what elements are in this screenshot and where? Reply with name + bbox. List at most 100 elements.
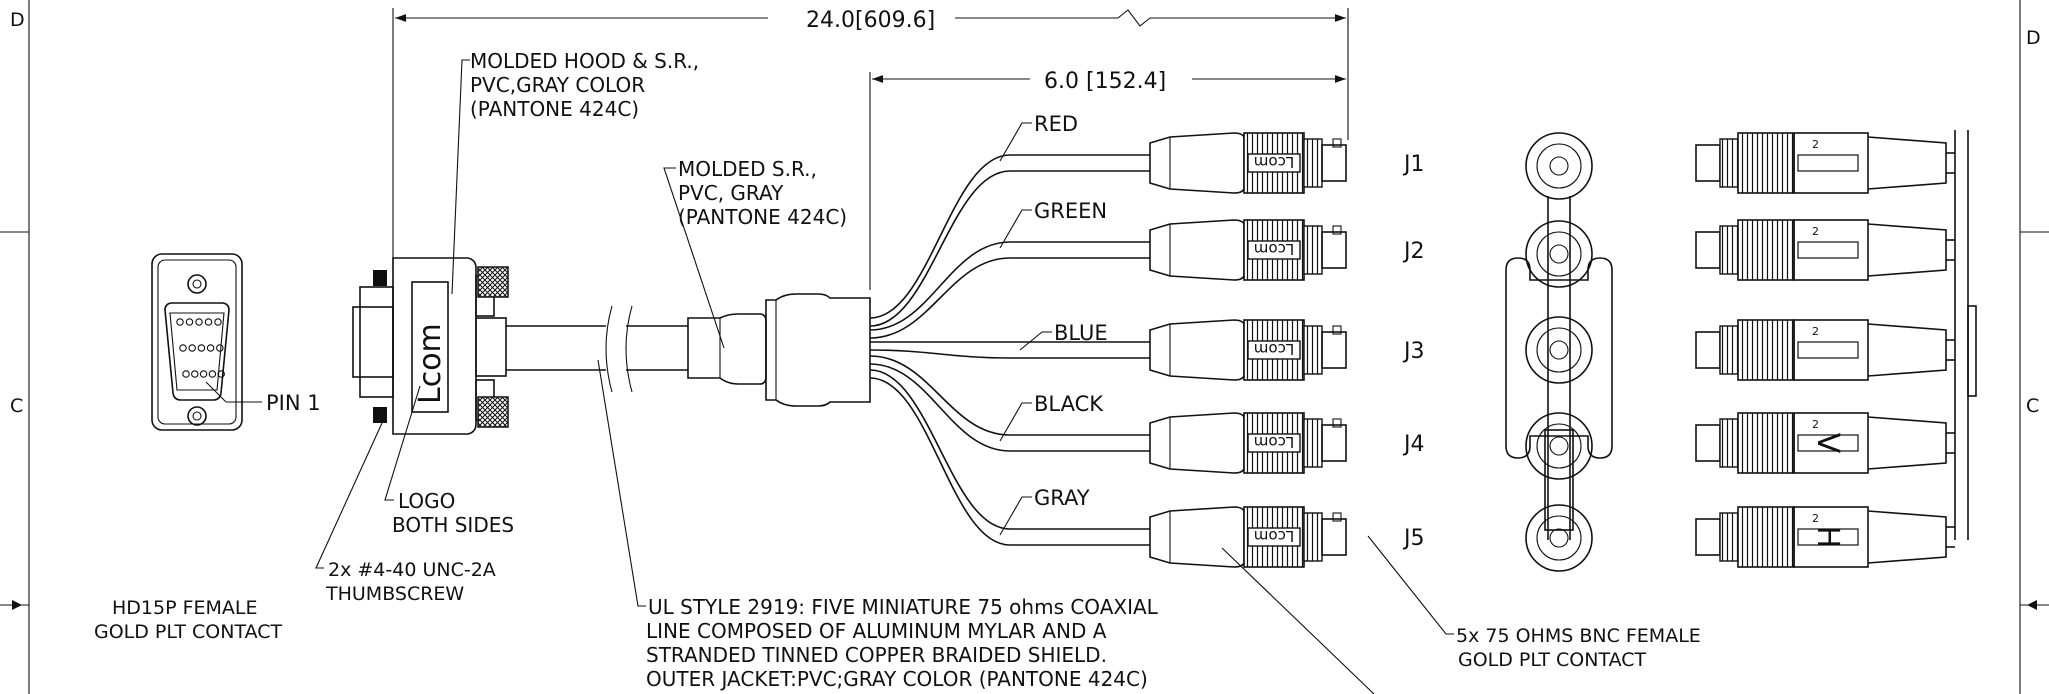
pin-hole <box>188 344 196 352</box>
dimension-overall-value: 24.0 <box>806 8 855 33</box>
bnc-end-pin <box>1549 340 1569 360</box>
jack-label-j1: J1 <box>1402 152 1425 177</box>
bnc-logo-plate <box>1247 340 1301 360</box>
pin-hole <box>182 370 190 378</box>
jack-label-j2: J2 <box>1402 239 1425 264</box>
wire-label-red: RED <box>1034 112 1078 136</box>
wire-red-top <box>869 154 1150 319</box>
hd15-pin-holes <box>176 318 225 378</box>
bnc-nose <box>1695 231 1721 269</box>
bnc-boot-mark-small: 2 <box>1812 138 1819 151</box>
sr-callout-line1: MOLDED S.R., <box>678 157 817 181</box>
bnc-boot <box>1793 219 1869 281</box>
bnc-grip <box>1737 506 1795 568</box>
wire-green-bottom <box>869 257 1150 339</box>
bnc-boot-mark: V <box>1810 433 1845 454</box>
bnc-bayonet <box>1719 512 1739 562</box>
wire-label-gray: GRAY <box>1034 486 1090 510</box>
bnc-boot <box>1149 506 1245 568</box>
bnc-end-inner <box>1536 423 1582 469</box>
wire-black-bottom <box>869 363 1150 452</box>
hd15-connector-face <box>151 253 243 431</box>
dimension-overall: 24.0 [609.6] <box>392 8 1349 270</box>
bnc-end-inner <box>1536 143 1582 189</box>
bnc-end-view-circles <box>1525 132 1593 572</box>
bnc-nose <box>1695 331 1721 369</box>
bnc-side-3: 2 <box>1695 319 1955 381</box>
bnc-callout: 5x 75 OHMS BNC FEMALE GOLD PLT CONTACT <box>1221 535 1701 694</box>
bnc-connector-j2: Lcom J2 <box>1149 219 1425 281</box>
bnc-boot-mark-small: 2 <box>1812 225 1819 238</box>
bnc-side-4: 2V <box>1695 412 1955 474</box>
bnc-grip <box>1737 219 1795 281</box>
bnc-logo-plate <box>1247 240 1301 260</box>
sr-callout-line3: (PANTONE 424C) <box>678 205 847 229</box>
bnc-logo-plate <box>1247 433 1301 453</box>
bnc-nose <box>1695 424 1721 462</box>
pin-hole <box>204 318 213 326</box>
cable-callout-line4: OUTER JACKET:PVC;GRAY COLOR (PANTONE 424… <box>646 667 1148 691</box>
bnc-boot <box>1149 319 1245 381</box>
bnc-grip <box>1737 412 1795 474</box>
bnc-bayonet <box>1303 325 1323 375</box>
jack-label-j5: J5 <box>1402 526 1425 551</box>
bnc-boot <box>1149 132 1245 194</box>
bnc-side-1: 2 <box>1695 132 1955 194</box>
wire-green-top <box>869 241 1150 331</box>
bnc-side-2: 2 <box>1695 219 1955 281</box>
bnc-panel-bar <box>1954 130 1977 540</box>
bnc-nose <box>1321 518 1347 556</box>
molded-strain-relief <box>687 293 871 407</box>
logo-callout-line1: LOGO <box>398 489 455 513</box>
bnc-logo: Lcom <box>1254 153 1294 171</box>
bnc-boot <box>1793 319 1869 381</box>
bnc-end-outer <box>1525 132 1593 200</box>
bnc-bayonet <box>1719 138 1739 188</box>
bnc-boot <box>1149 219 1245 281</box>
bnc-connector-j1: Lcom J1 <box>1149 132 1425 194</box>
bnc-boot-mark-small: 2 <box>1812 418 1819 431</box>
bnc-bayonet <box>1719 225 1739 275</box>
dimension-overall-mm: [609.6] <box>855 8 935 33</box>
hd15-label: HD15P FEMALE GOLD PLT CONTACT <box>94 597 283 643</box>
thumbscrew-callout-line2: THUMBSCREW <box>325 583 464 605</box>
pin1-label: PIN 1 <box>266 391 321 415</box>
zone-label-c-right: C <box>2026 395 2039 417</box>
wire-gray-bottom <box>869 377 1150 546</box>
wire-leader <box>999 209 1032 249</box>
bnc-end-inner <box>1536 327 1582 373</box>
bnc-bayonet <box>1303 225 1323 275</box>
bnc-logo: Lcom <box>1254 240 1294 258</box>
dimension-breakout-mm: [152.4] <box>1086 69 1166 94</box>
bnc-nose <box>1321 424 1347 462</box>
bnc-logo: Lcom <box>1254 340 1294 358</box>
wire-leader <box>999 122 1032 162</box>
bnc-end-pin <box>1549 436 1569 456</box>
jack-label-j3: J3 <box>1402 339 1425 364</box>
bnc-bayonet <box>1719 325 1739 375</box>
bnc-grip <box>1737 132 1795 194</box>
pin-hole <box>176 318 184 326</box>
bnc-boot-window <box>1797 341 1859 359</box>
wire-leader <box>999 496 1032 536</box>
pin-hole <box>191 370 199 378</box>
bnc-nose <box>1695 518 1721 556</box>
pin-hole <box>208 370 217 378</box>
main-cable <box>506 305 688 393</box>
bnc-bayonet <box>1303 418 1323 468</box>
bnc-boot <box>1793 132 1869 194</box>
hd15-label-line2: GOLD PLT CONTACT <box>94 621 283 643</box>
bnc-grip <box>1737 319 1795 381</box>
bnc-boot <box>1793 506 1869 568</box>
bnc-callout-line1: 5x 75 OHMS BNC FEMALE <box>1456 625 1701 647</box>
bnc-end-outer <box>1525 316 1593 384</box>
bnc-bayonet <box>1303 138 1323 188</box>
hood-callout-line2: PVC,GRAY COLOR <box>470 73 645 97</box>
bnc-boot-mark: H <box>1810 526 1845 549</box>
wire-label-green: GREEN <box>1034 199 1107 223</box>
